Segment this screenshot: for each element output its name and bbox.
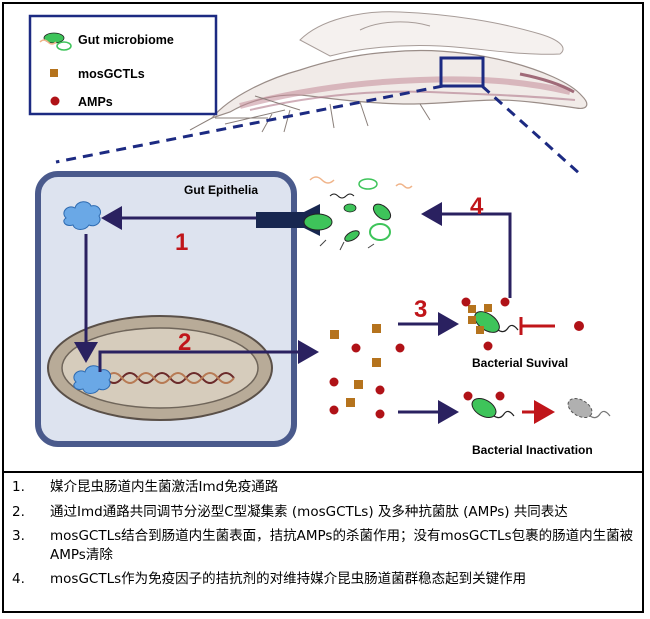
imd-signal-nucleus-icon	[73, 365, 112, 394]
step-marker-1: 1	[175, 229, 188, 256]
mechanism-diagram: Gut microbiome mosGCTLs AMPs Gut Epithel…	[28, 11, 611, 457]
mosgctl-icon	[50, 69, 58, 77]
uncoated-bacterium	[463, 391, 515, 419]
legend-label-gut-microbiome: Gut microbiome	[78, 33, 174, 47]
step-item-3: 3. mosGCTLs结合到肠道内生菌表面，拮抗AMPs的杀菌作用；没有mosG…	[12, 527, 636, 564]
dead-bacterium	[567, 398, 611, 419]
secreted-molecules	[329, 324, 405, 419]
free-amp	[574, 321, 584, 331]
step-item-4: 4. mosGCTLs作为免疫因子的拮抗剂的对维持媒介昆虫肠道菌群稳态起到关键作…	[12, 570, 636, 589]
step-text: mosGCTLs作为免疫因子的拮抗剂的对维持媒介昆虫肠道菌群稳态起到关键作用	[50, 571, 527, 587]
step-number: 2.	[12, 503, 25, 520]
step-text: 通过Imd通路共同调节分泌型C型凝集素 (mosGCTLs) 及多种抗菌肽 (A…	[50, 503, 568, 520]
step-number: 4.	[12, 571, 25, 587]
legend-label-amps: AMPs	[78, 95, 113, 109]
step-number: 3.	[12, 528, 25, 544]
zoom-line-right	[480, 84, 582, 176]
amp-icon	[50, 96, 60, 106]
step-marker-4: 4	[470, 193, 484, 220]
zoom-box	[439, 56, 485, 88]
gut-microbiome-cluster	[303, 176, 413, 251]
step-marker-3: 3	[414, 296, 427, 323]
mosquito-illustration	[189, 11, 588, 133]
receptor	[256, 212, 304, 228]
epithelial-cell: Gut Epithelia	[35, 171, 297, 447]
step-item-2: 2. 通过Imd通路共同调节分泌型C型凝集素 (mosGCTLs) 及多种抗菌肽…	[12, 503, 636, 522]
label-bacterial-survival: Bacterial Suvival	[472, 356, 568, 370]
label-bacterial-inactivation: Bacterial Inactivation	[472, 443, 593, 457]
cell-title: Gut Epithelia	[184, 183, 258, 197]
arrow-step-2	[98, 340, 319, 372]
gut-microbiome-icon	[39, 32, 72, 51]
coated-bacterium	[461, 297, 519, 351]
section-divider	[2, 471, 644, 473]
legend: Gut microbiome mosGCTLs AMPs	[28, 14, 218, 116]
step-marker-2: 2	[178, 329, 191, 356]
zoom-line-left	[55, 84, 444, 164]
dna-strand	[89, 372, 235, 384]
step-text: 媒介昆虫肠道内生菌激活Imd免疫通路	[50, 479, 279, 495]
arrow-step-4	[421, 202, 512, 298]
imd-signal-top-icon	[63, 201, 102, 230]
step-text: mosGCTLs结合到肠道内生菌表面，拮抗AMPs的杀菌作用；没有mosGCTL…	[50, 528, 634, 563]
step-item-1: 1. 媒介昆虫肠道内生菌激活Imd免疫通路	[12, 478, 636, 497]
step-number: 1.	[12, 479, 25, 495]
legend-label-mosgctls: mosGCTLs	[78, 67, 145, 81]
step-list: 1. 媒介昆虫肠道内生菌激活Imd免疫通路 2. 通过Imd通路共同调节分泌型C…	[12, 478, 636, 595]
